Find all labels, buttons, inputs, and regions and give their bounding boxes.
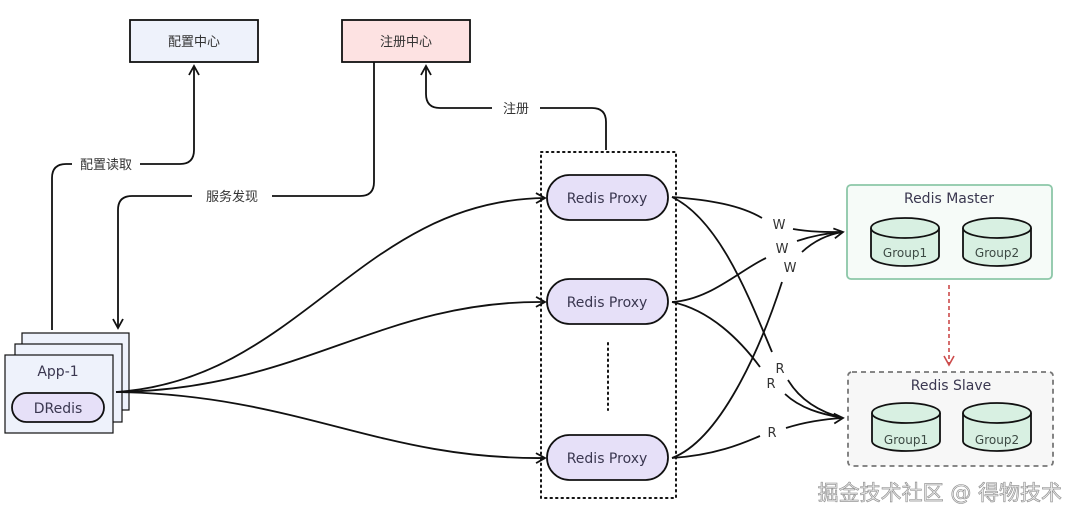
proxy-label: Redis Proxy bbox=[567, 451, 648, 467]
proxy-label: Redis Proxy bbox=[567, 191, 648, 207]
config-read-label: 配置读取 bbox=[80, 158, 132, 173]
write-edge-1 bbox=[671, 196, 763, 219]
app-to-proxy-1-edge bbox=[115, 192, 547, 393]
dredis-client bbox=[11, 392, 105, 423]
slave-group1-db-icon: Group1 bbox=[871, 402, 941, 452]
config-center-label: 配置中心 bbox=[168, 35, 220, 50]
redis-proxy-3: Redis Proxy bbox=[546, 434, 669, 481]
write-edge-3 bbox=[671, 281, 783, 459]
read-label-2: R bbox=[766, 377, 775, 392]
write-edge-2 bbox=[671, 257, 767, 303]
read-edge-3 bbox=[671, 435, 761, 459]
write-merge-arrow bbox=[792, 229, 843, 253]
config-center-box: 配置中心 bbox=[129, 19, 259, 63]
slave-group2-label: Group2 bbox=[975, 433, 1019, 447]
redis-slave-title: Redis Slave bbox=[911, 378, 992, 394]
registry-center-box: 注册中心 bbox=[341, 19, 471, 63]
app-to-proxy-2-edge bbox=[115, 296, 547, 393]
watermark: 掘金技术社区 @ 得物技术 bbox=[818, 481, 1062, 505]
redis-proxy-1: Redis Proxy bbox=[546, 174, 669, 221]
write-label-2: W bbox=[776, 242, 789, 257]
redis-proxy-2: Redis Proxy bbox=[546, 278, 669, 325]
app-to-proxy-3-edge bbox=[115, 391, 547, 464]
proxy-cluster-container bbox=[540, 151, 677, 499]
read-edge-1 bbox=[671, 196, 773, 353]
app-label: App-1 bbox=[37, 364, 78, 380]
write-label-3: W bbox=[784, 261, 797, 276]
slave-group1-label: Group1 bbox=[884, 433, 928, 447]
service-discovery-label: 服务发现 bbox=[206, 189, 258, 205]
read-label-1: R bbox=[775, 362, 784, 377]
redis-slave-cluster: Redis Slave Group1 Group2 bbox=[847, 371, 1054, 467]
service-discovery-edge bbox=[118, 62, 375, 328]
write-label-1: W bbox=[773, 218, 786, 233]
master-group2-db-icon: Group2 bbox=[962, 217, 1032, 267]
master-group2-label: Group2 bbox=[975, 246, 1019, 260]
master-group1-label: Group1 bbox=[883, 246, 927, 260]
proxy-label: Redis Proxy bbox=[567, 295, 648, 311]
register-edge bbox=[426, 66, 607, 150]
app-node: App-1 DRedis bbox=[4, 332, 130, 434]
registry-center-label: 注册中心 bbox=[380, 35, 432, 50]
register-label: 注册 bbox=[503, 102, 529, 117]
read-label-3: R bbox=[767, 426, 776, 441]
master-group1-db-icon: Group1 bbox=[870, 217, 940, 267]
dredis-label: DRedis bbox=[34, 401, 83, 417]
read-merge-arrow bbox=[784, 379, 843, 428]
read-edge-2 bbox=[671, 301, 761, 368]
config-read-edge bbox=[51, 66, 194, 330]
redis-master-cluster: Redis Master Group1 Group2 bbox=[846, 184, 1053, 280]
slave-group2-db-icon: Group2 bbox=[962, 402, 1032, 452]
redis-master-title: Redis Master bbox=[904, 191, 994, 207]
